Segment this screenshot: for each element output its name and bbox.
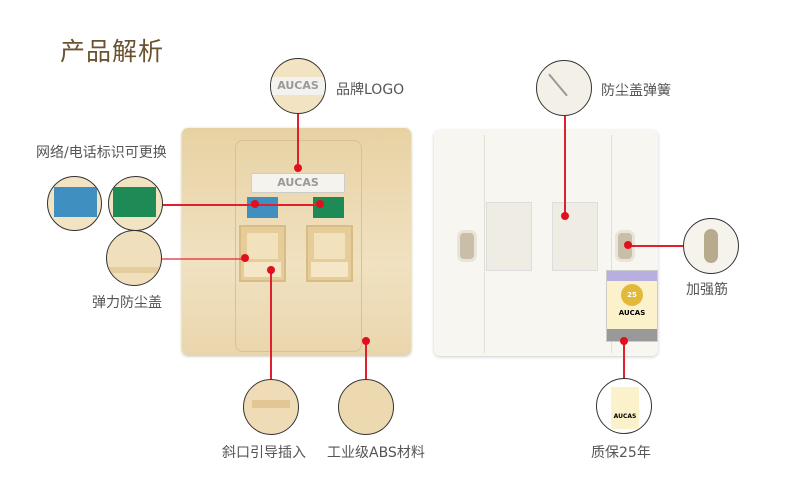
phone-tag-circle bbox=[47, 176, 102, 231]
tag-label: 网络/电话标识可更换 bbox=[36, 145, 167, 161]
rib-pointer-dot bbox=[624, 241, 632, 249]
sticker-badge: 25 bbox=[621, 284, 643, 306]
spring-circle bbox=[536, 60, 592, 116]
warranty-label: 质保25年 bbox=[591, 445, 651, 461]
sticker-brand: AUCAS bbox=[618, 309, 646, 317]
brand-label-strip: AUCAS bbox=[251, 173, 345, 193]
back-frame bbox=[484, 135, 612, 353]
warranty-pointer-dot bbox=[620, 337, 628, 345]
rib-circle bbox=[683, 218, 739, 274]
spring-label: 防尘盖弹簧 bbox=[601, 83, 671, 99]
guide-circle bbox=[243, 379, 299, 435]
dust-cover-circle bbox=[106, 230, 162, 286]
logo-label: 品牌LOGO bbox=[336, 82, 405, 98]
spring-pointer-dot bbox=[561, 212, 569, 220]
tag-pointer-line bbox=[162, 204, 318, 206]
port-left bbox=[239, 225, 286, 282]
tag-pointer-dot bbox=[316, 200, 324, 208]
rib-label: 加强筋 bbox=[686, 282, 728, 298]
dust-cover-pointer-dot bbox=[241, 254, 249, 262]
spring-pointer-line bbox=[564, 116, 566, 216]
back-slot-right bbox=[552, 202, 598, 271]
material-pointer-dot bbox=[362, 337, 370, 345]
inner-frame bbox=[235, 140, 362, 352]
material-circle bbox=[338, 379, 394, 435]
rib-pointer-line bbox=[628, 245, 683, 247]
back-slot-left bbox=[486, 202, 532, 271]
port-right bbox=[306, 225, 353, 282]
guide-pointer-dot bbox=[267, 266, 275, 274]
warranty-sticker: 25 AUCAS bbox=[606, 270, 658, 342]
guide-label: 斜口引导插入 bbox=[222, 445, 306, 461]
guide-pointer-line bbox=[270, 270, 272, 379]
material-pointer-line bbox=[365, 340, 367, 379]
tag-pointer-dot bbox=[251, 200, 259, 208]
warranty-circle: AUCAS bbox=[596, 378, 652, 434]
logo-detail-text: AUCAS bbox=[271, 77, 325, 95]
network-tag-circle bbox=[108, 176, 163, 231]
screw-hole-left bbox=[457, 230, 477, 262]
dust-cover-pointer-line bbox=[162, 258, 242, 260]
warranty-circle-brand: AUCAS bbox=[611, 387, 639, 429]
logo-pointer-dot bbox=[294, 164, 302, 172]
page-title: 产品解析 bbox=[60, 37, 165, 66]
logo-pointer-line bbox=[297, 114, 299, 169]
dust-cover-label: 弹力防尘盖 bbox=[92, 295, 162, 311]
logo-detail-circle: AUCAS bbox=[270, 58, 326, 114]
back-panel-image: 25 AUCAS bbox=[434, 130, 658, 356]
material-label: 工业级ABS材料 bbox=[327, 445, 425, 461]
warranty-pointer-line bbox=[623, 341, 625, 379]
